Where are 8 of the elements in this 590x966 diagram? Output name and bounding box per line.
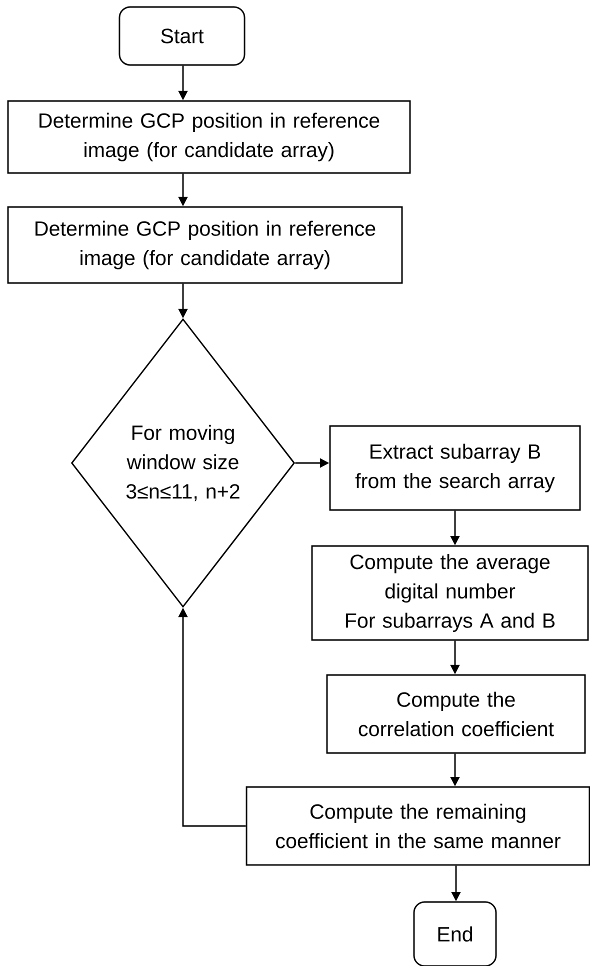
process-box: Determine GCP position in reference image (for candidate array)	[7, 100, 411, 174]
process-box: Compute the remaining coefficient in the same manner	[246, 786, 590, 866]
terminal-box: End	[413, 901, 497, 966]
process-box: Compute the correlation coefficient	[326, 674, 586, 754]
process-box: Determine GCP position in reference image (for candidate array)	[7, 206, 403, 284]
terminal-box: Start	[118, 6, 246, 66]
process-box: Extract subarray B from the search array	[329, 425, 581, 511]
process-box: Compute the average digital number For subarrays A and B	[311, 545, 589, 641]
